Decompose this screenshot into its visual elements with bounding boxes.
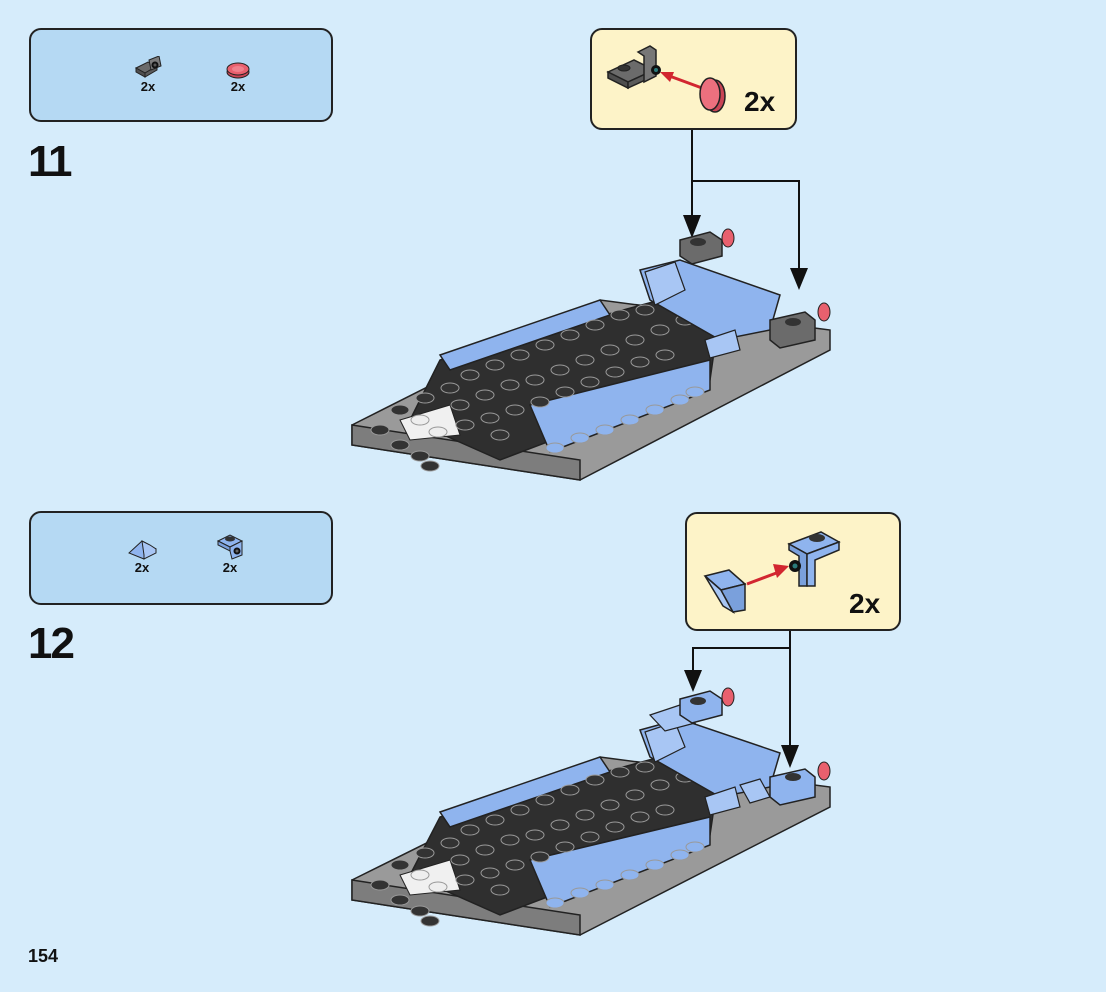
blue-slope-icon <box>128 540 157 560</box>
step-number: 11 <box>28 137 72 186</box>
arrow-down-icon <box>683 215 701 238</box>
step-number: 12 <box>28 619 75 668</box>
step-12-parts-box: 2x 2x <box>29 511 333 605</box>
step-12-model <box>351 687 831 936</box>
arrow-down-icon <box>781 745 799 768</box>
arrow-down-icon <box>790 268 808 290</box>
callout-qty: 2x <box>849 588 881 619</box>
part-qty: 2x <box>140 79 156 94</box>
page-number: 154 <box>28 946 59 966</box>
arrow-down-icon <box>684 670 702 692</box>
blue-bracket-icon <box>216 534 244 560</box>
callout-qty: 2x <box>744 86 776 117</box>
bracket-tile-assembly-icon <box>606 45 726 113</box>
slope-bracket-assembly-icon <box>703 531 841 615</box>
arrow-line <box>692 180 800 275</box>
blue-brackets-with-red-tiles <box>679 687 831 806</box>
step-12-callout: 2x <box>685 512 901 631</box>
parts-item: 2x <box>123 56 173 94</box>
studs <box>370 304 705 472</box>
part-qty: 2x <box>134 560 150 575</box>
part-qty: 2x <box>230 79 246 94</box>
parts-item: 2x <box>213 60 263 94</box>
parts-item: 2x <box>205 533 255 575</box>
brackets-with-red-tiles <box>679 228 831 349</box>
parts-item: 2x <box>117 537 167 575</box>
step-11-callout: 2x <box>590 28 797 130</box>
blue-cockpit <box>639 704 781 816</box>
step-11-parts-box: 2x 2x <box>29 28 333 122</box>
part-qty: 2x <box>222 560 238 575</box>
studs <box>370 761 705 927</box>
red-round-tile-icon <box>226 62 250 79</box>
step-11-model <box>351 228 831 481</box>
arrow-line <box>692 647 790 676</box>
blue-cockpit <box>639 259 781 359</box>
gray-bracket-icon <box>134 56 162 78</box>
